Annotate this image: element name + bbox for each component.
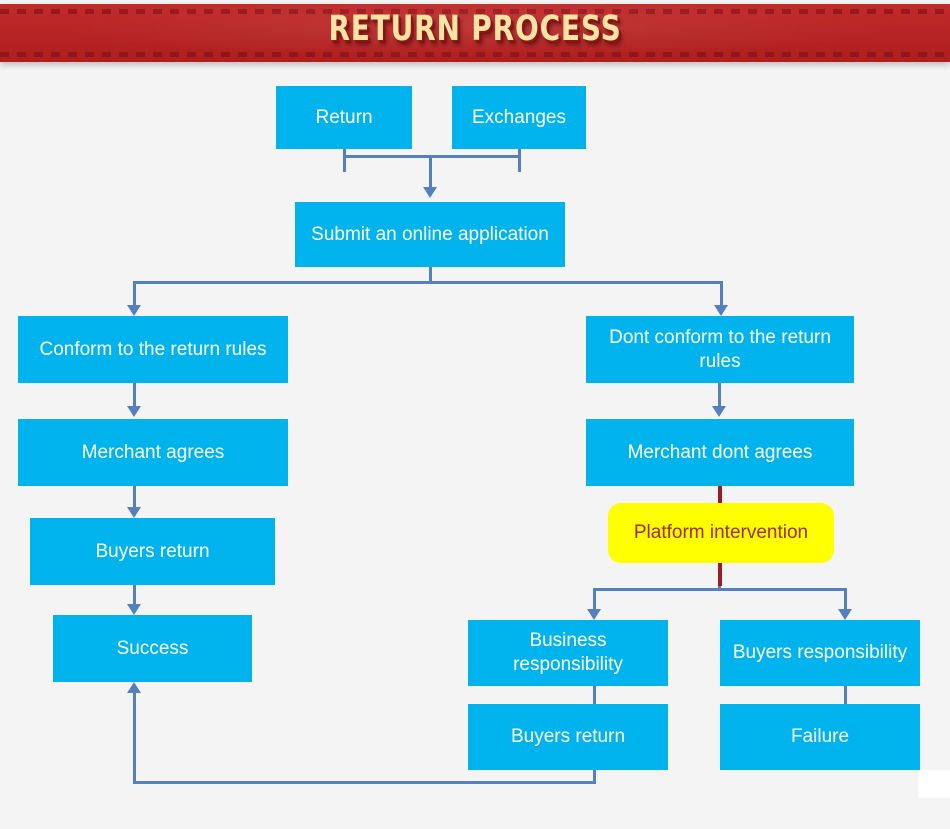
node-buyers-responsibility[interactable]: Buyers responsibility bbox=[720, 620, 920, 686]
edge-submit-stem bbox=[429, 267, 432, 283]
node-return[interactable]: Return bbox=[276, 86, 412, 149]
arrow-into-success bbox=[127, 604, 141, 615]
node-success[interactable]: Success bbox=[53, 615, 252, 682]
edge-platform-split-bar bbox=[593, 588, 847, 591]
node-buyers-return-right[interactable]: Buyers return bbox=[468, 704, 668, 770]
arrow-into-merchant-dont bbox=[712, 406, 726, 417]
arrow-loop-into-success bbox=[127, 682, 141, 693]
node-failure[interactable]: Failure bbox=[720, 704, 920, 770]
arrow-into-business-resp bbox=[587, 609, 601, 620]
node-submit-application[interactable]: Submit an online application bbox=[295, 202, 565, 267]
edge-loop-up bbox=[133, 693, 136, 784]
edge-return-down bbox=[343, 149, 346, 172]
edge-merge-stem bbox=[429, 155, 432, 188]
arrow-into-buyers-return-1 bbox=[127, 507, 141, 518]
edge-split-left-drop bbox=[133, 281, 136, 309]
edge-platform-split-left-drop bbox=[593, 588, 596, 612]
page-title: RETURN PROCESS bbox=[328, 9, 622, 49]
edge-merge-bar-top bbox=[343, 155, 521, 158]
node-merchant-agrees[interactable]: Merchant agrees bbox=[18, 419, 288, 486]
edge-platform-split-right-drop bbox=[844, 588, 847, 612]
edge-merchant-to-buyers-return bbox=[133, 486, 136, 509]
corner-notch bbox=[918, 770, 950, 798]
arrow-into-merchant-agrees bbox=[127, 406, 141, 417]
edge-buyers-resp-to-failure bbox=[844, 686, 847, 706]
node-business-responsibility[interactable]: Business responsibility bbox=[468, 620, 668, 686]
node-platform-intervention[interactable]: Platform intervention bbox=[608, 503, 834, 563]
node-exchanges[interactable]: Exchanges bbox=[452, 86, 586, 149]
edge-split-right-drop bbox=[720, 281, 723, 309]
edge-dont-conform-to-merchant-dont bbox=[718, 383, 721, 408]
arrow-into-conform bbox=[127, 305, 141, 316]
edge-loop-down bbox=[593, 770, 596, 784]
node-dont-conform-to-return-rules[interactable]: Dont conform to the return rules bbox=[586, 316, 854, 383]
edge-conform-to-merchant bbox=[133, 383, 136, 408]
node-merchant-dont-agrees[interactable]: Merchant dont agrees bbox=[586, 419, 854, 486]
edge-exchanges-down bbox=[518, 149, 521, 172]
edge-business-to-buyers-return-2 bbox=[593, 686, 596, 706]
node-conform-to-return-rules[interactable]: Conform to the return rules bbox=[18, 316, 288, 383]
node-buyers-return-left[interactable]: Buyers return bbox=[30, 518, 275, 585]
edge-buyers-return-to-success bbox=[133, 585, 136, 606]
arrow-into-submit bbox=[423, 187, 437, 198]
edge-split-bar bbox=[133, 281, 723, 284]
arrow-into-dont-conform bbox=[714, 305, 728, 316]
arrow-into-buyers-resp bbox=[838, 609, 852, 620]
edge-loop-bottom-bar bbox=[133, 781, 596, 784]
